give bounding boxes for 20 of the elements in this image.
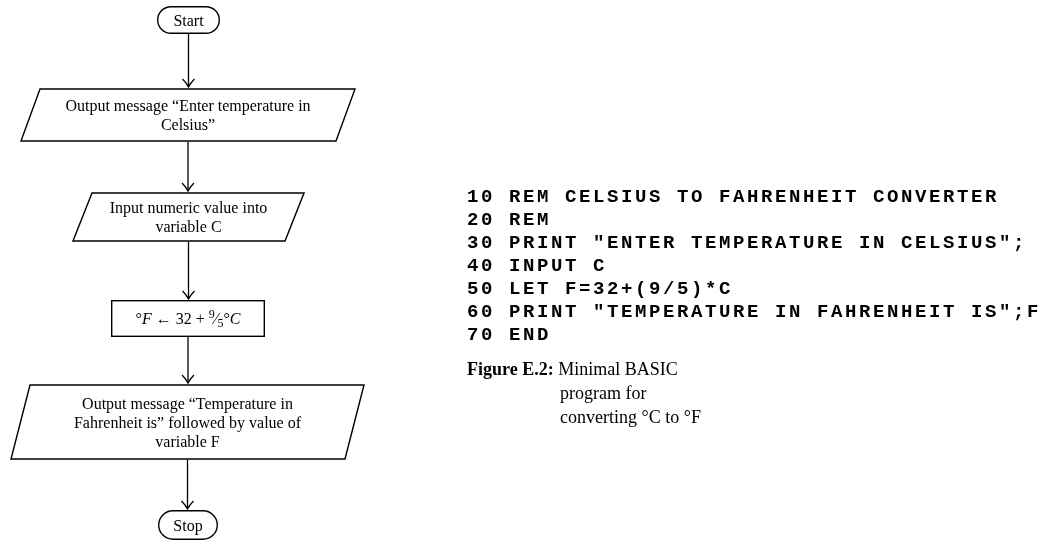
code-line: 60 PRINT "TEMPERATURE IN FAHRENHEIT IS";F [467, 301, 1042, 324]
node-text: Start [173, 10, 204, 30]
code-line: 50 LET F=32+(9/5)*C [467, 278, 735, 301]
code-line: 30 PRINT "ENTER TEMPERATURE IN CELSIUS"; [467, 232, 1029, 255]
node-text: °F ← 32 + $^{9}$⁄$_{5}$°C [135, 309, 241, 328]
terminal-pill [158, 510, 218, 540]
figure-caption: Figure E.2: Minimal BASIC program for converting °C to °F [467, 358, 702, 429]
node-text: Output message “Enter temperature in Celsius” [64, 96, 312, 134]
input-parallelogram [72, 192, 305, 242]
code-line: 70 END [467, 324, 552, 347]
terminal-pill [157, 6, 220, 34]
code-line: 40 INPUT C [467, 255, 609, 278]
output-parallelogram [10, 384, 365, 460]
process-box [111, 300, 265, 337]
node-text: Stop [173, 515, 203, 535]
code-line: 20 REM [467, 209, 552, 232]
code-line: 10 REM CELSIUS TO FAHRENHEIT CONVERTER [467, 186, 1001, 209]
node-text: Output message “Temperature in Fahrenheit is” followed by value of variable F [72, 393, 302, 451]
node-text: Input numeric value into variable C [108, 198, 269, 236]
output-parallelogram [20, 88, 356, 142]
